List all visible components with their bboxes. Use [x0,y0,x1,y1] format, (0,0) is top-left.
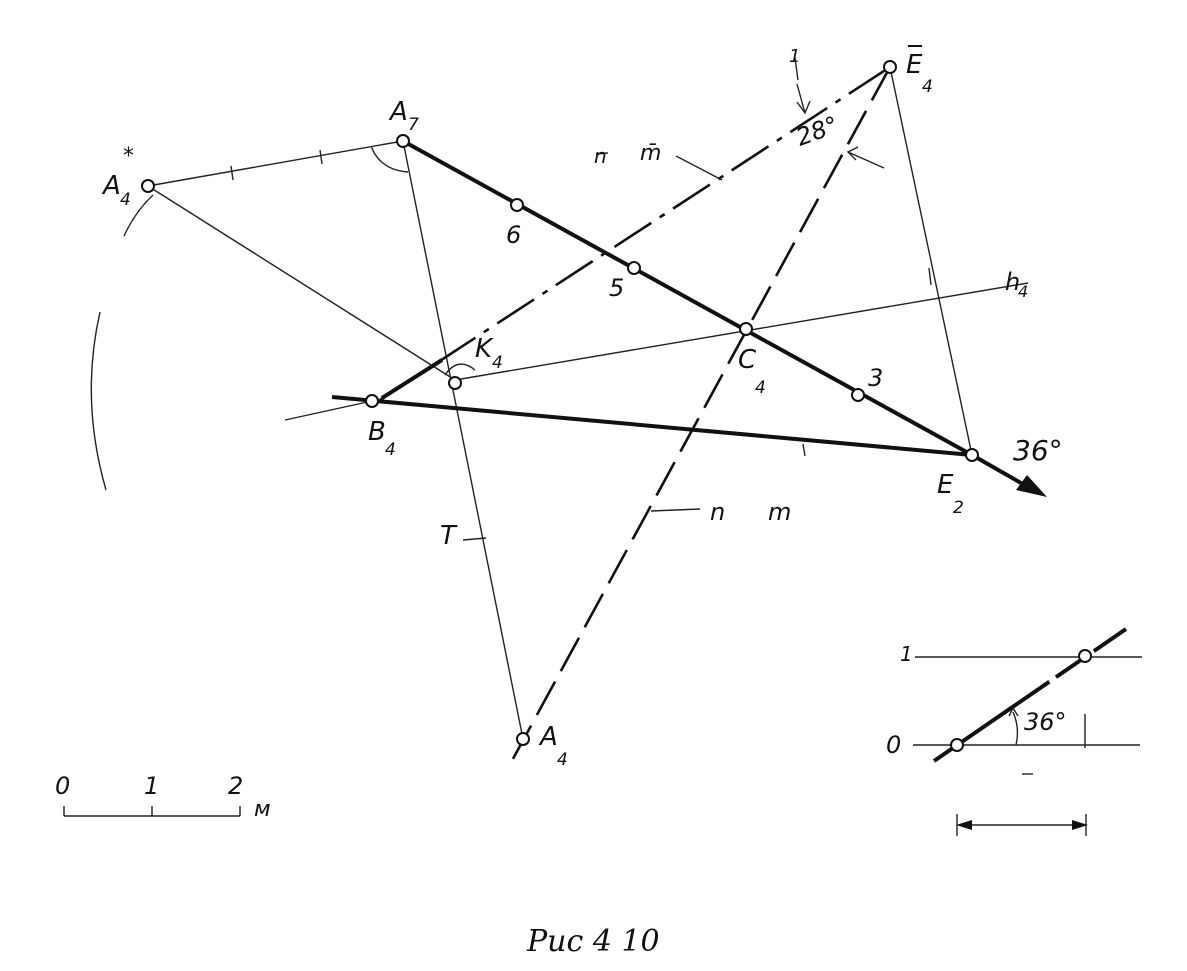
line-a4star-k4 [147,185,456,381]
scale-label-2: 2 [228,772,243,800]
inset-dim-arrowhead-right [1072,820,1088,830]
label-m-bar-n: n [594,144,607,168]
figure-caption: Рис 4 10 [526,924,660,959]
leader-1 [794,57,799,81]
label-6: 6 [506,221,521,249]
label-b4-sub: 4 [385,440,396,460]
inset-angle-arrow [1008,706,1019,717]
label-a4-sub: 4 [557,750,568,770]
line-b4-e2 [331,395,973,457]
line-labels: 28° 36° 1 n m̄ h 4 T n m [440,46,1063,551]
inset-dim-arrowhead-left [956,820,972,830]
line-e2-arrow [971,453,1029,489]
inset-diagram: 1 0 36° [886,627,1142,836]
label-e4-sub: 4 [922,77,933,97]
scale-label-0: 0 [55,772,70,800]
label-angle-28: 28° [792,111,842,152]
point-b4 [365,394,379,408]
construction-lines [90,57,1029,740]
label-b4: B [368,417,386,447]
tick-h4 [928,267,932,286]
line-e4-e2 [889,66,973,456]
label-1: 1 [789,46,800,67]
inset-label-angle: 36° [1024,708,1067,736]
point-c4 [739,322,753,336]
inset-point-bottom [950,738,964,752]
label-nm-m: m [768,498,791,526]
label-a7-sub: 7 [408,115,419,135]
label-angle-36: 36° [1013,434,1063,467]
leader-t [462,537,487,541]
label-m-bar: m̄ [640,141,661,166]
line-a4star-a7 [147,140,404,187]
point-labels: A 4 * A 7 E 4 6 5 3 K 4 C 4 B 4 E 2 A 4 [101,45,964,770]
line-a7-e2 [402,139,973,457]
arrow-28 [846,146,885,169]
point-3 [851,388,865,402]
scale-bar: 0 1 2 м [55,772,271,822]
tick-mark [319,149,323,165]
inset-point-top [1078,649,1092,663]
inset-label-0: 0 [886,731,901,759]
line-m-bar [379,65,891,402]
label-e2-sub: 2 [953,498,964,518]
leader-m-bar [675,155,723,181]
point-a7 [396,134,410,148]
label-a7: A [388,97,408,127]
point-6 [510,198,524,212]
label-c4: C [738,345,757,375]
tick-mark [230,165,234,181]
point-e2 [965,448,979,462]
label-h4: h [1005,268,1020,296]
tick-m-bar [595,152,609,155]
inset-label-1: 1 [900,642,913,666]
point-a4-star [141,179,155,193]
label-a4-star: A [101,171,121,201]
label-k4: K [475,334,494,364]
label-t: T [440,521,458,551]
point-e4 [883,60,897,74]
arrow-1 [796,83,811,115]
point-5 [627,261,641,275]
label-nm-n: n [710,498,725,526]
label-e2: E [937,470,954,500]
label-5: 5 [609,274,624,302]
line-b4-extension [284,400,373,421]
label-a4: A [538,722,558,752]
arc-angle-k4 [444,363,476,376]
label-k4-sub: 4 [492,353,503,373]
line-t-a7-a4 [402,140,524,740]
arc-a4-star [123,194,154,237]
scale-unit: м [254,797,271,822]
arc-large [90,311,107,491]
label-3: 3 [868,364,883,392]
scale-label-1: 1 [144,772,159,800]
label-c4-sub: 4 [755,378,766,398]
arc-angle-a7 [370,145,409,173]
label-a4-star-sub: 4 [120,190,131,210]
leader-nm [650,508,701,512]
inset-angle-arc [1012,711,1019,746]
label-h4-sub: 4 [1018,282,1028,301]
thick-lines [331,139,1047,497]
label-e4: E [906,50,923,80]
arrowhead-36 [1016,475,1047,497]
line-n-m [506,66,892,769]
points [141,60,979,746]
point-a4 [516,732,530,746]
point-k4 [448,376,462,390]
axis-lines [379,65,892,769]
label-a4-star-sup: * [123,144,134,169]
inset-sloped-line [932,627,1128,763]
tick-b4e2 [802,443,806,457]
